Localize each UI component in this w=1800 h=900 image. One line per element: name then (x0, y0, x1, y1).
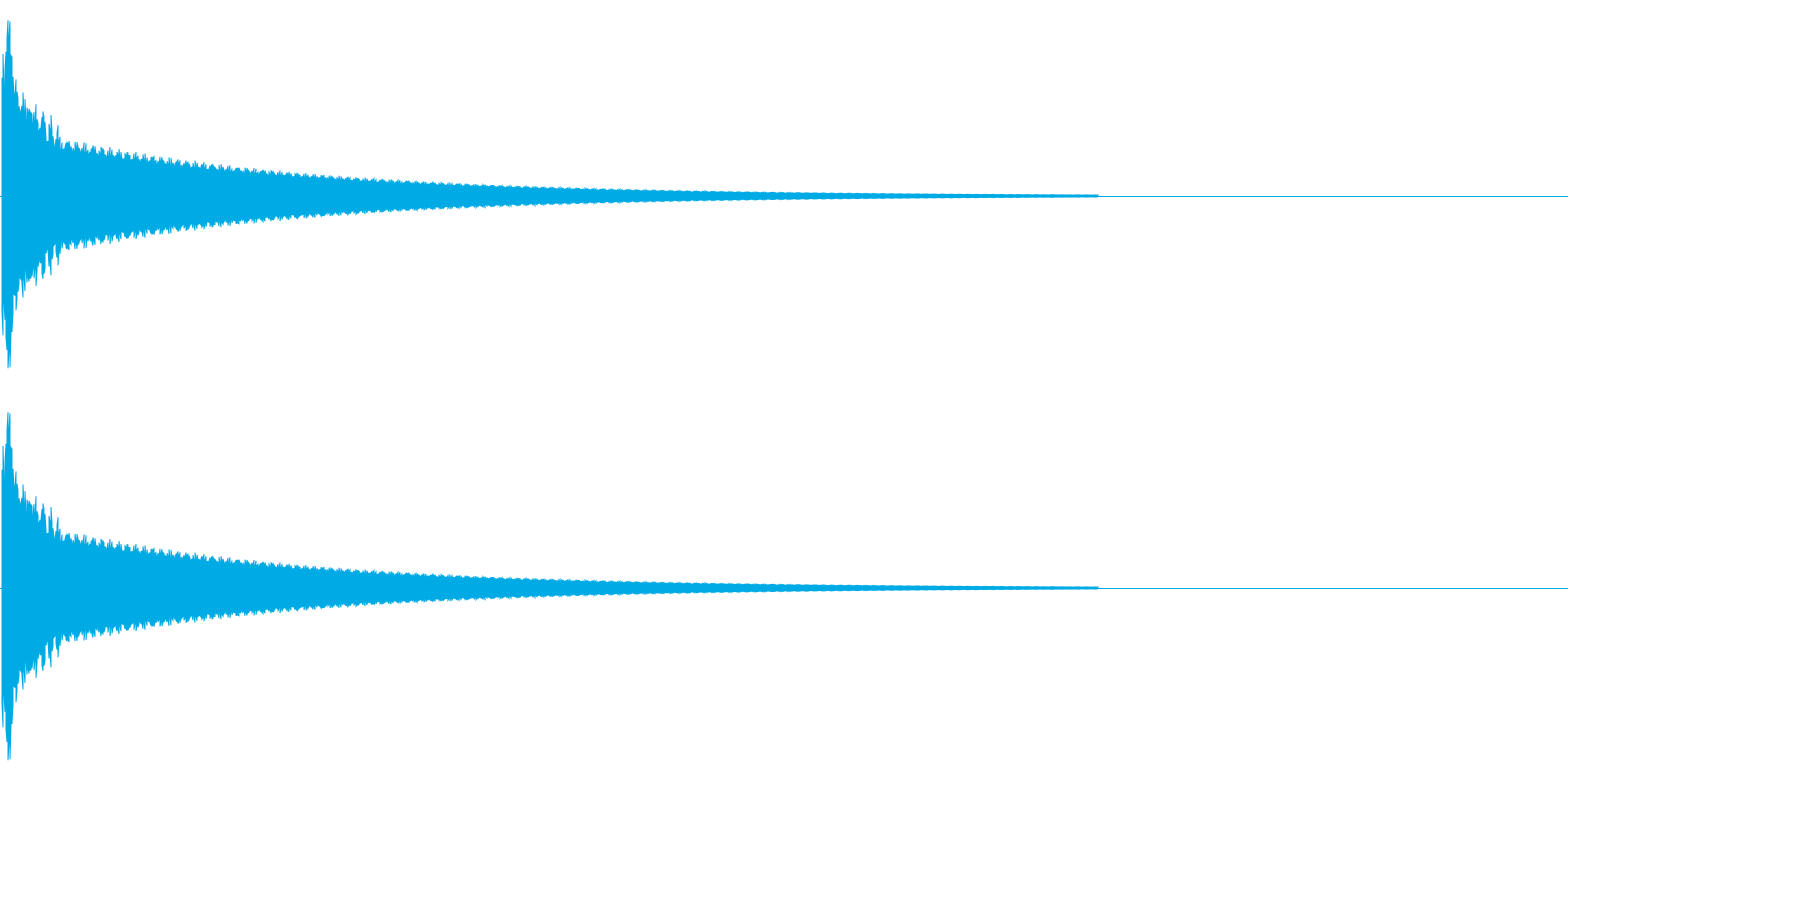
waveform-attack-fill (2, 455, 60, 721)
waveform-signal (1, 412, 1099, 761)
waveform-channel-right[interactable] (0, 412, 1568, 761)
waveform-attack-fill (2, 63, 60, 329)
waveform-signal (1, 20, 1099, 369)
waveform-canvas[interactable] (0, 0, 1568, 784)
waveform-view[interactable] (0, 0, 1568, 784)
waveform-channel-left[interactable] (0, 20, 1568, 369)
